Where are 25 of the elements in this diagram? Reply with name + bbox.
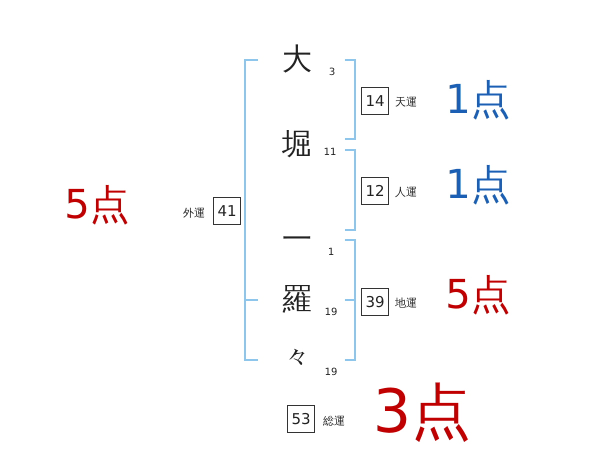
name-character: 大 (282, 45, 312, 75)
stroke-count: 3 (328, 68, 336, 78)
fortune-label: 地運 (395, 298, 417, 308)
name-character: 々 (284, 344, 310, 370)
name-character: 堀 (282, 130, 312, 160)
score-text: 1点 (445, 80, 511, 120)
fortune-label: 外運 (183, 208, 205, 218)
score-text: 1点 (445, 165, 511, 205)
fortune-label: 総運 (323, 416, 345, 426)
number-box: 53 (287, 405, 315, 433)
fortune-label: 人運 (395, 186, 417, 198)
score-text: 5点 (445, 275, 511, 315)
stroke-count: 11 (324, 148, 336, 158)
number-box: 41 (213, 197, 241, 225)
score-text: 5点 (64, 185, 130, 225)
stroke-count: 19 (324, 368, 338, 378)
number-box: 14 (361, 87, 389, 115)
number-box: 12 (361, 177, 389, 205)
name-character: 羅 (282, 285, 312, 315)
stroke-count: 19 (324, 308, 338, 318)
number-box: 39 (361, 288, 389, 316)
name-character: 一 (282, 225, 312, 255)
fortune-label: 天運 (395, 96, 417, 108)
score-text: 3点 (372, 382, 472, 442)
stroke-count: 1 (328, 248, 334, 258)
